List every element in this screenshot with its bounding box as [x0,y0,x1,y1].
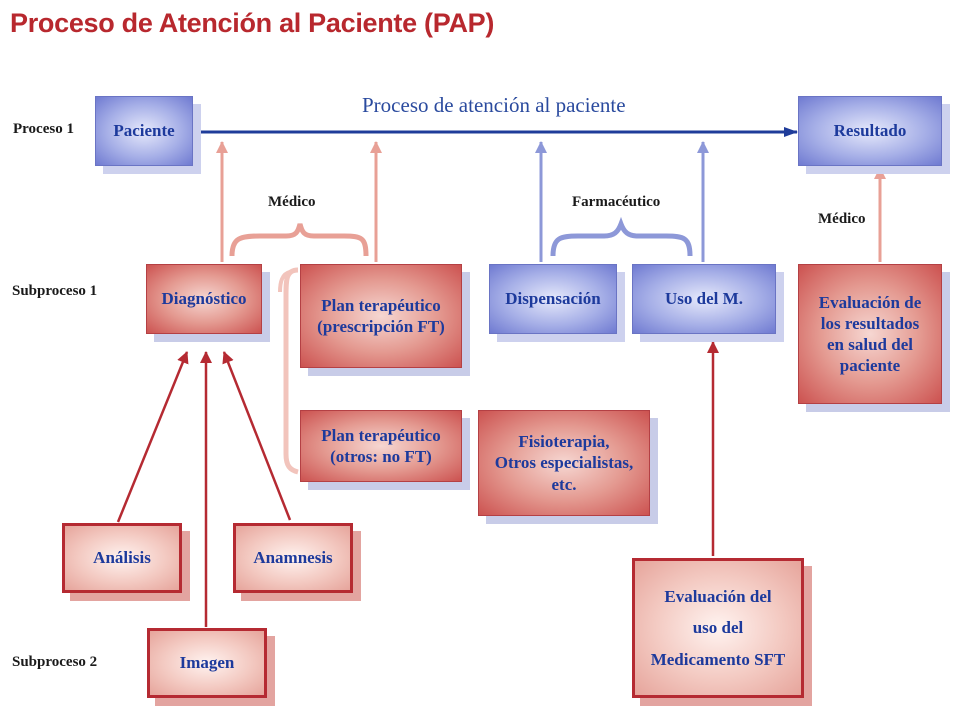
node-imagen: Imagen [147,628,267,698]
brace-plan-tip [278,270,291,293]
node-evaluacion-sft: Evaluación del uso del Medicamento SFT [632,558,804,698]
node-dispensacion-label: Dispensación [505,289,601,309]
node-paciente-label: Paciente [113,121,175,141]
node-evaluacion-sft-label: Evaluación del uso del Medicamento SFT [650,586,786,669]
row-label-subproceso2: Subproceso 2 [12,654,98,670]
brace-medico [229,223,369,257]
node-dispensacion: Dispensación [489,264,617,334]
node-analisis-label: Análisis [93,548,151,568]
node-anamnesis-label: Anamnesis [253,548,333,568]
brace-farmaceutico [550,216,693,257]
group-label-medico-left: Médico [268,194,316,210]
brace-plan [283,267,299,475]
group-label-farmaceutico: Farmacéutico [572,194,661,210]
node-plan-ft-label: Plan terapéutico (prescripción FT) [317,295,445,336]
node-anamnesis: Anamnesis [233,523,353,593]
node-plan-ft: Plan terapéutico (prescripción FT) [300,264,462,368]
node-paciente: Paciente [95,96,193,166]
node-evaluacion-resultados: Evaluación de los resultados en salud de… [798,264,942,404]
node-imagen-label: Imagen [179,653,235,673]
row-label-proceso1: Proceso 1 [13,121,74,137]
node-evaluacion-resultados-label: Evaluación de los resultados en salud de… [818,292,922,376]
node-fisioterapia: Fisioterapia, Otros especialistas, etc. [478,410,650,516]
arrow-anamnesis-to-diagnostico [222,351,292,521]
node-diagnostico: Diagnóstico [146,264,262,334]
node-fisioterapia-label: Fisioterapia, Otros especialistas, etc. [494,432,634,494]
node-plan-no-ft: Plan terapéutico (otros: no FT) [300,410,462,482]
node-uso-m-label: Uso del M. [665,289,743,309]
node-diagnostico-label: Diagnóstico [161,289,247,309]
node-analisis: Análisis [62,523,182,593]
row-label-subproceso1: Subproceso 1 [12,283,98,299]
process-flow-label: Proceso de atención al paciente [362,93,626,117]
diagram-title: Proceso de Atención al Paciente (PAP) [10,8,495,38]
group-label-medico-right: Médico [818,211,866,227]
arrow-analisis-to-diagnostico [116,351,189,523]
node-resultado: Resultado [798,96,942,166]
node-plan-no-ft-label: Plan terapéutico (otros: no FT) [321,425,441,466]
node-uso-m: Uso del M. [632,264,776,334]
node-resultado-label: Resultado [833,121,907,141]
